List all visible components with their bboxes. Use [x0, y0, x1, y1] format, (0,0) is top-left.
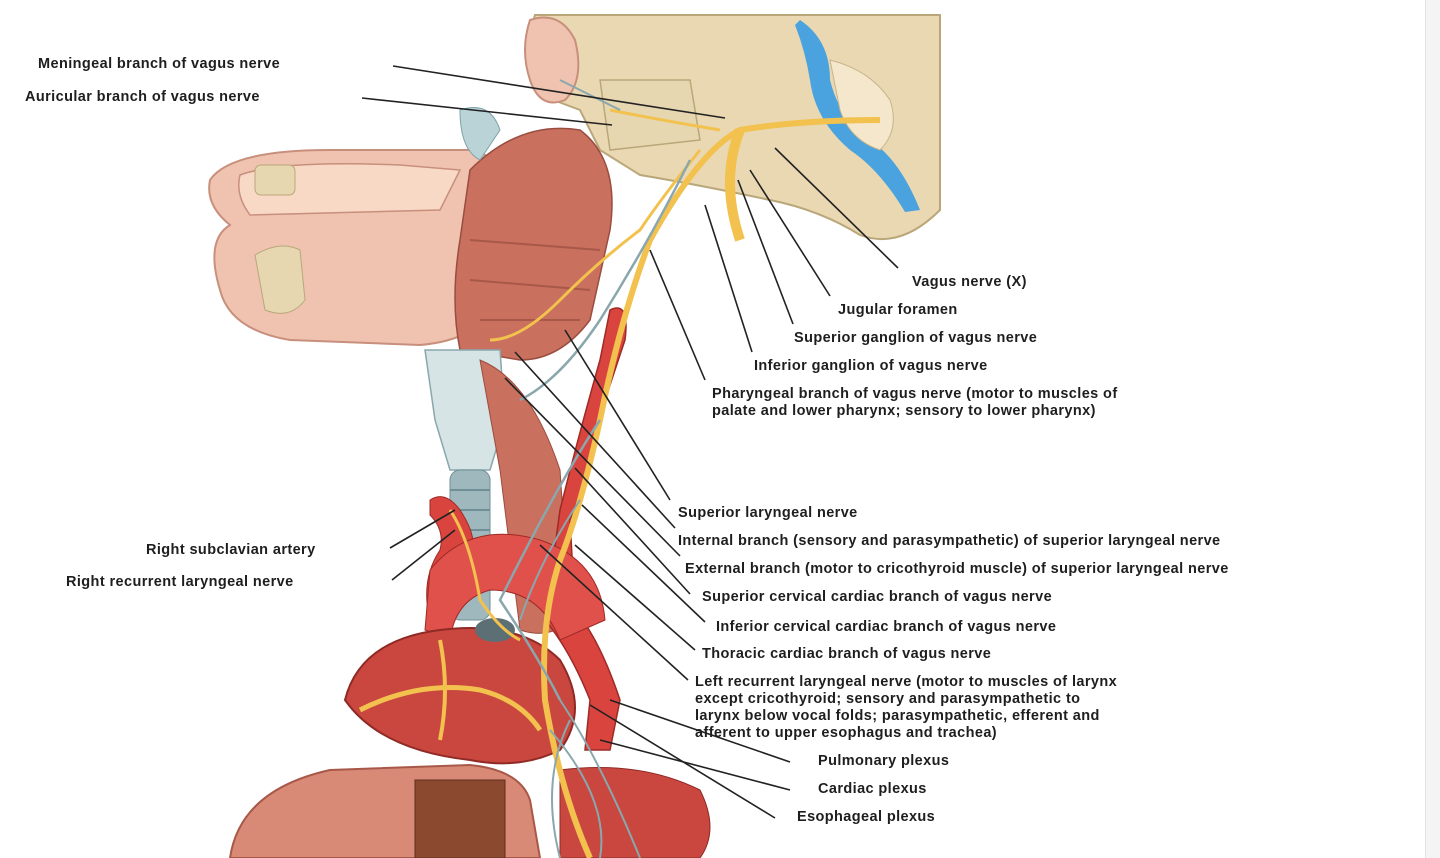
label-external-branch: External branch (motor to cricothyroid m…: [685, 561, 1229, 577]
label-esophageal-plexus: Esophageal plexus: [797, 809, 936, 825]
diaphragm-stomach: [228, 763, 711, 858]
vertical-scrollbar[interactable]: [1425, 0, 1440, 858]
label-internal-branch: Internal branch (sensory and parasympath…: [678, 533, 1221, 549]
label-thoracic-cardiac: Thoracic cardiac branch of vagus nerve: [702, 646, 992, 662]
heart: [343, 618, 576, 765]
label-right-recurrent-laryngeal: Right recurrent laryngeal nerve: [66, 574, 294, 590]
label-superior-ganglion: Superior ganglion of vagus nerve: [794, 330, 1038, 346]
label-right-subclavian-artery: Right subclavian artery: [146, 542, 316, 558]
label-auricular-branch: Auricular branch of vagus nerve: [25, 89, 260, 105]
vagus-nerve-trunk: [448, 79, 881, 858]
label-pulmonary-plexus: Pulmonary plexus: [818, 753, 950, 769]
label-superior-laryngeal: Superior laryngeal nerve: [678, 505, 858, 521]
label-inferior-ganglion: Inferior ganglion of vagus nerve: [754, 358, 988, 374]
leader-lines: [361, 65, 899, 819]
mandible-tongue: [208, 149, 513, 347]
label-vagus-nerve: Vagus nerve (X): [912, 274, 1027, 290]
skull-base: [524, 14, 941, 241]
neck-muscles: [454, 107, 613, 361]
label-superior-cervical-cardiac: Superior cervical cardiac branch of vagu…: [702, 589, 1053, 605]
label-jugular-foramen: Jugular foramen: [838, 302, 958, 318]
label-inferior-cervical-cardiac: Inferior cervical cardiac branch of vagu…: [716, 619, 1057, 635]
label-left-recurrent-laryngeal: Left recurrent laryngeal nerve (motor to…: [695, 674, 1118, 741]
label-cardiac-plexus: Cardiac plexus: [818, 781, 927, 797]
label-meningeal-branch: Meningeal branch of vagus nerve: [38, 56, 281, 72]
label-pharyngeal-branch: Pharyngeal branch of vagus nerve (motor …: [712, 386, 1118, 419]
